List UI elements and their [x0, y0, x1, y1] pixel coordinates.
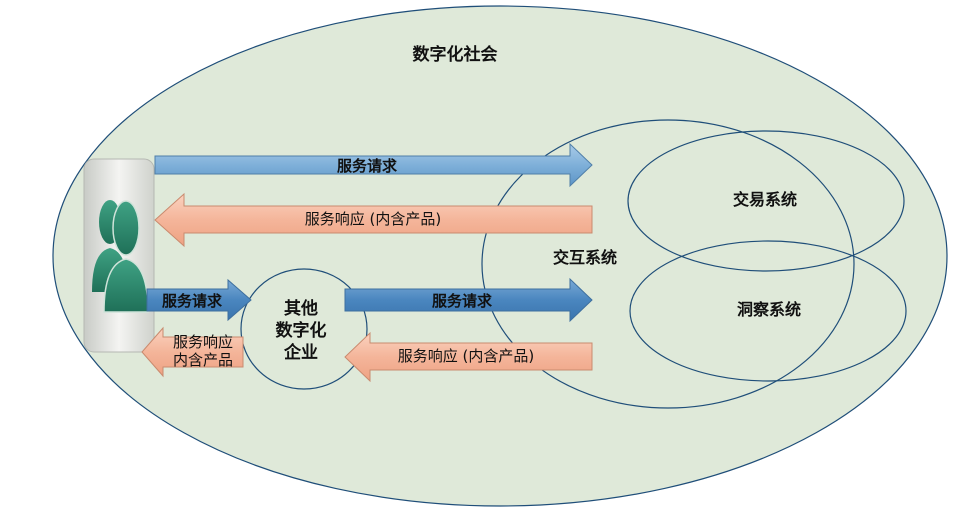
enterprise-response-label: 服务响应 (内含产品): [398, 347, 534, 365]
enterprise-label-line3: 企业: [283, 342, 318, 363]
enterprise-request-label: 服务请求: [432, 292, 493, 310]
top-request-label: 服务请求: [337, 157, 398, 175]
user-group-icon: [92, 200, 149, 313]
trading-system-label: 交易系统: [733, 190, 797, 209]
user-panel: [83, 158, 155, 353]
enterprise-label-line1: 其他: [284, 298, 318, 319]
left-response-label-line1: 服务响应: [173, 333, 233, 351]
interaction-system-ellipse: [481, 119, 855, 409]
top-response-arrow: [154, 192, 593, 248]
enterprise-label-line2: 数字化: [276, 320, 327, 341]
enterprise-response-arrow: [344, 331, 593, 383]
insight-system-label: 洞察系统: [737, 300, 801, 319]
other-enterprise-ellipse: [240, 268, 368, 390]
top-request-arrow: [154, 142, 593, 188]
left-response-label-line2: 内含产品: [173, 351, 233, 369]
mid-request-label: 服务请求: [162, 292, 223, 310]
insight-system-ellipse: [629, 240, 907, 382]
top-response-label: 服务响应 (内含产品): [305, 210, 441, 228]
society-title: 数字化社会: [413, 44, 498, 65]
trading-system-ellipse: [627, 130, 905, 272]
left-response-arrow: [141, 326, 244, 378]
digital-society-ellipse: [52, 5, 948, 507]
mid-request-arrow: [146, 278, 252, 322]
interaction-system-label: 交互系统: [553, 248, 617, 267]
enterprise-request-arrow: [344, 277, 593, 323]
